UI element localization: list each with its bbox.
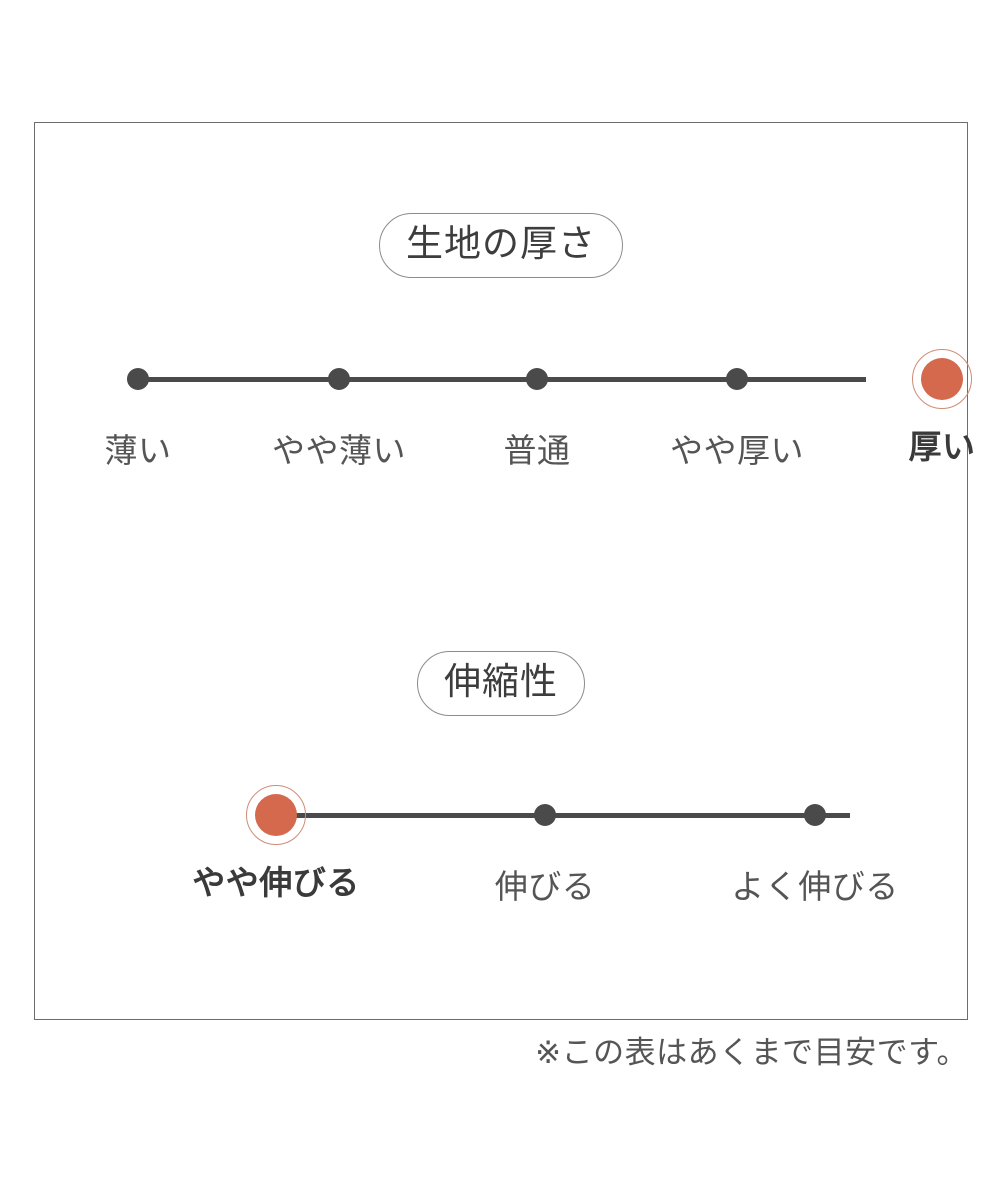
- scale-dot-thickness-5: [921, 358, 963, 400]
- scale-label-stretch-3: よく伸びる: [731, 867, 899, 906]
- scale-label-stretch-2: 伸びる: [494, 867, 596, 906]
- scale-node-thickness-2[interactable]: やや薄い: [272, 368, 406, 467]
- scale-dot-stretch-1: [255, 794, 297, 836]
- scale-label-thickness-5: 厚い: [908, 427, 976, 466]
- scale-node-thickness-3[interactable]: 普通: [504, 368, 570, 467]
- scale-thickness: 薄い やや薄い 普通 やや厚い 厚い: [104, 349, 975, 467]
- section-title-thickness: 生地の厚さ: [379, 213, 623, 278]
- scale-node-stretch-3[interactable]: よく伸びる: [731, 804, 898, 903]
- fabric-spec-card: 生地の厚さ 薄い やや薄い 普通 やや厚い 厚い 伸縮性: [34, 122, 975, 1020]
- scale-dot-stretch-3: [804, 804, 826, 826]
- section-title-row-stretch: 伸縮性: [35, 651, 967, 716]
- scale-node-stretch-2[interactable]: 伸びる: [495, 804, 595, 903]
- scale-node-thickness-5[interactable]: 厚い: [909, 349, 975, 463]
- scale-dot-thickness-3: [526, 368, 548, 390]
- scale-track-stretch: [276, 813, 850, 818]
- scale-stretch: やや伸びる 伸びる よく伸びる: [104, 785, 900, 903]
- selected-ring-icon: [246, 785, 306, 845]
- section-title-row-thickness: 生地の厚さ: [35, 213, 967, 278]
- scale-node-thickness-1[interactable]: 薄い: [105, 368, 171, 467]
- scale-label-thickness-2: やや薄い: [272, 431, 406, 470]
- scale-dot-thickness-1: [127, 368, 149, 390]
- scale-dot-stretch-2: [534, 804, 556, 826]
- section-title-stretch: 伸縮性: [417, 651, 585, 716]
- selected-ring-icon: [912, 349, 972, 409]
- scale-label-thickness-1: 薄い: [104, 431, 172, 470]
- scale-dot-thickness-2: [328, 368, 350, 390]
- scale-label-thickness-4: やや厚い: [670, 431, 804, 470]
- scale-node-thickness-4[interactable]: やや厚い: [670, 368, 804, 467]
- footnote-text: ※この表はあくまで目安です。: [535, 1035, 968, 1071]
- scale-track-thickness: [138, 377, 866, 382]
- scale-node-stretch-1[interactable]: やや伸びる: [192, 785, 359, 899]
- scale-dot-thickness-4: [726, 368, 748, 390]
- scale-label-stretch-1: やや伸びる: [192, 863, 360, 902]
- scale-label-thickness-3: 普通: [503, 431, 571, 470]
